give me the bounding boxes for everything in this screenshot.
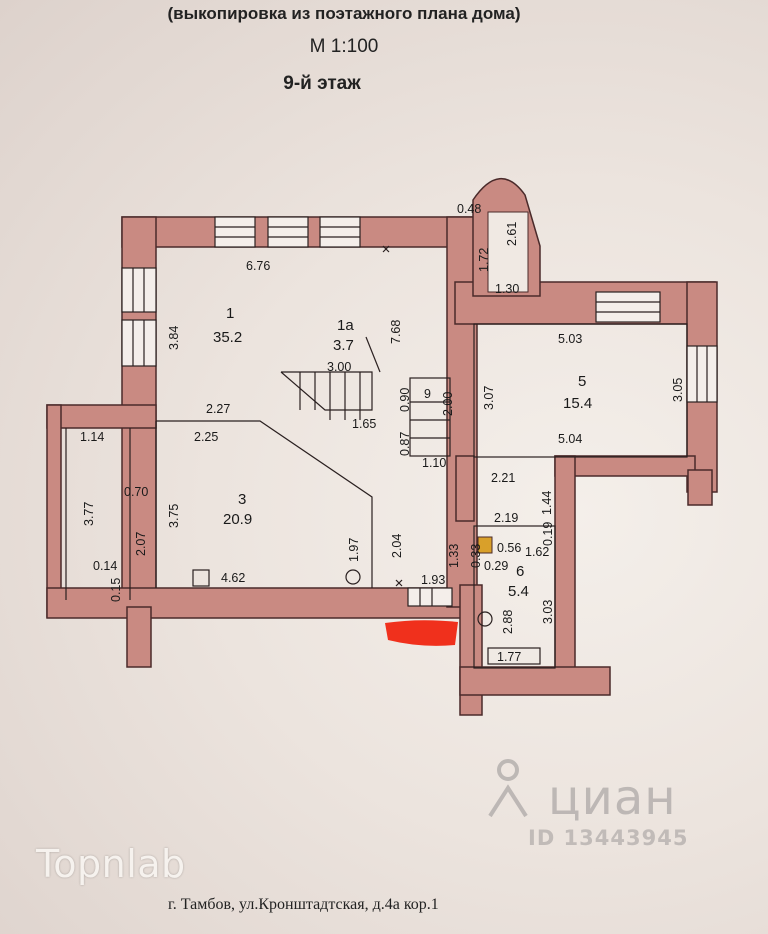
dim: 0.90 [398, 388, 412, 412]
wall-room5-bottom [554, 455, 696, 477]
dim: 0.87 [398, 432, 412, 456]
dim: 1.72 [477, 248, 491, 272]
dim: 5.03 [558, 332, 582, 346]
dim: 2.27 [206, 402, 230, 416]
wall-bath-right [554, 455, 576, 672]
wall-cut-right [687, 469, 713, 506]
dim: 3.77 [82, 502, 96, 526]
room-9-number: 9 [424, 387, 431, 401]
brand-logo: Topnlab [36, 842, 186, 886]
dim: 7.68 [389, 320, 403, 344]
room-1-area: 35.2 [213, 329, 242, 346]
dim: 0.56 [497, 541, 521, 555]
dim: 1.97 [347, 538, 361, 562]
watermark-name: циан [548, 770, 677, 826]
dim: 2.21 [491, 471, 515, 485]
wall-balcony-top [46, 404, 157, 429]
dim: 2.07 [134, 532, 148, 556]
dim: 3.00 [327, 360, 351, 374]
dim: 1.65 [352, 417, 376, 431]
floor-label: 9-й этаж [283, 73, 361, 94]
dim: 3.05 [671, 378, 685, 402]
room-labels: 1 35.2 1а 3.7 3 20.9 5 15.4 6 5.4 9 [213, 305, 592, 600]
dim: 1.14 [80, 430, 104, 444]
dim: 5.04 [558, 432, 582, 446]
dim: 2.25 [194, 430, 218, 444]
dim: 1.62 [525, 545, 549, 559]
boiler-icon [477, 536, 493, 554]
dim: 1.30 [495, 282, 519, 296]
room-6-number: 6 [516, 563, 524, 580]
dim: 6.76 [246, 259, 270, 273]
redaction-mark [385, 620, 458, 646]
room-1-number: 1 [226, 305, 234, 322]
dim: 2.00 [441, 392, 455, 416]
room-5-area: 15.4 [563, 395, 592, 412]
dim: 1.93 [421, 573, 445, 587]
plan-scale: М 1:100 [309, 36, 379, 57]
windows [121, 216, 718, 607]
dim: 0.14 [93, 559, 117, 573]
room-1a-number: 1а [337, 317, 354, 334]
room-6-area: 5.4 [508, 583, 529, 600]
dim: 4.62 [221, 571, 245, 585]
dim: 0.48 [457, 202, 481, 216]
dim: 3.03 [541, 600, 555, 624]
room-1a-area: 3.7 [333, 337, 354, 354]
dim: 0.19 [541, 522, 555, 546]
dim: 0.70 [124, 485, 148, 499]
dim: 3.07 [482, 386, 496, 410]
dimension-labels: 6.76 3.84 7.68 3.00 2.27 2.25 1.65 0.90 … [80, 202, 685, 664]
wall-cut-left [126, 606, 152, 668]
dim: 2.61 [505, 222, 519, 246]
wall-lobby-left [455, 455, 475, 522]
plan-subtitle: (выкопировка из поэтажного плана дома) [167, 4, 521, 23]
dim: 0.29 [484, 559, 508, 573]
room-5-number: 5 [578, 373, 586, 390]
room-3-area: 20.9 [223, 511, 252, 528]
room-3-number: 3 [238, 491, 246, 508]
dim: 2.19 [494, 511, 518, 525]
dim: 0.33 [469, 544, 483, 568]
walls [46, 177, 718, 716]
interior-lines [65, 245, 688, 669]
wall-balcony-left [46, 404, 62, 618]
address-text: г. Тамбов, ул.Кронштадтская, д.4а кор.1 [168, 896, 439, 913]
dim: 2.04 [390, 534, 404, 558]
dim: 3.75 [167, 504, 181, 528]
dim: 1.33 [447, 544, 461, 568]
dim: 3.84 [167, 326, 181, 350]
dim: 1.77 [497, 650, 521, 664]
dim: 1.44 [540, 491, 554, 515]
dim: 1.10 [422, 456, 446, 470]
wall-bath-bottom [459, 666, 611, 696]
cian-logo-icon [488, 759, 528, 818]
dim: 2.88 [501, 610, 515, 634]
watermark-id: ID 13443945 [528, 826, 689, 850]
dim: 0.15 [109, 578, 123, 602]
